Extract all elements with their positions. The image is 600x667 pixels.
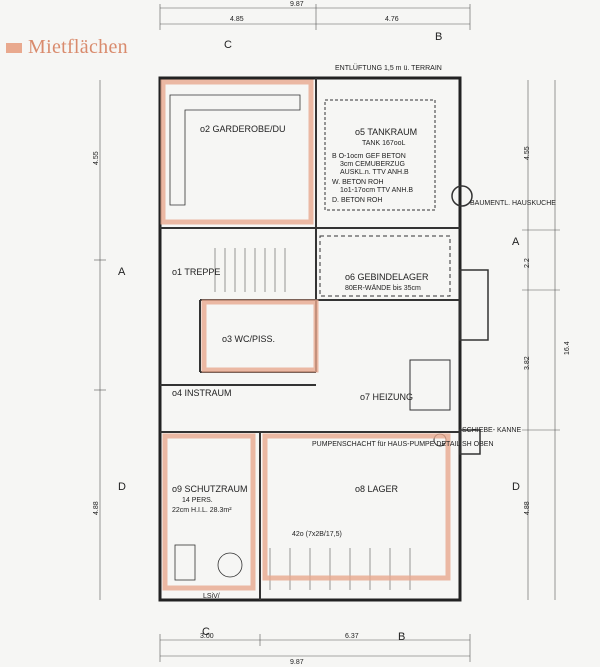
dim-right-b: 2.2: [524, 258, 531, 268]
dim-left-b: 4.88: [93, 501, 100, 515]
dim-left-a: 4.55: [93, 151, 100, 165]
legend: Mietflächen: [6, 36, 128, 59]
dim-top-right: 4.76: [385, 16, 399, 23]
tank-outline: [324, 99, 436, 211]
highlight-o8: [262, 433, 451, 581]
dimension-left: [94, 80, 106, 600]
room-label-o8: o8 LAGER: [355, 484, 399, 494]
room-label-o2: o2 GARDEROBE/DU: [200, 124, 286, 134]
tank-note-2: 3cm CEMUBERZUG: [340, 161, 405, 168]
section-mark-d-left: D: [118, 481, 126, 493]
section-mark-d-right: D: [512, 481, 520, 493]
section-mark-b-bottom: B: [398, 631, 405, 643]
section-mark-c-top: C: [224, 39, 232, 51]
dim-bottom-left: 3.00: [200, 633, 214, 640]
tank-note-6: D. BETON ROH: [332, 197, 382, 204]
dim-right-d: 4.88: [524, 501, 531, 515]
dim-top-left: 4.85: [230, 16, 244, 23]
legend-label: Mietflächen: [28, 36, 128, 58]
small-note: LSiV/: [203, 593, 220, 600]
stair-note: 42o (7x2B/17,5): [292, 531, 342, 538]
dim-top-total: 9.87: [290, 1, 304, 8]
room-note-o5: TANK 167ooL: [362, 140, 406, 147]
section-mark-b-top: B: [435, 31, 442, 43]
boiler: [409, 359, 451, 411]
room-note-o9: 14 PERS.: [182, 497, 213, 504]
dim-bottom-right: 6.37: [345, 633, 359, 640]
stairs: [214, 248, 411, 590]
tank-note-4: W. BETON ROH: [332, 179, 384, 186]
highlight-o3: [201, 299, 319, 373]
room-label-o3: o3 WC/PISS.: [222, 334, 275, 344]
schiebe-note: SCHIEBE- KANNE: [462, 427, 521, 434]
gebindelager-outline: [319, 235, 451, 297]
room-note-o6: 80ER-WÄNDE bis 35cm: [345, 284, 421, 292]
room-label-o7: o7 HEIZUNG: [360, 392, 413, 402]
shelter-bunk: [174, 544, 196, 581]
room-note2-o9: 22cm H.I.L. 28.3m²: [172, 507, 232, 514]
tank-note-1: B O-1ocm GEF BETON: [332, 153, 406, 160]
tank-note-3: AUSKL.n. TTV ANH.B: [340, 169, 409, 176]
baumentl-note: BAUMENTL. HAUSKUCHE: [470, 200, 556, 207]
room-label-o1: o1 TREPPE: [172, 267, 220, 277]
rental-highlights: [160, 79, 451, 591]
dim-bottom-total: 9.87: [290, 659, 304, 666]
section-mark-a-left: A: [118, 266, 126, 278]
section-mark-c-bottom: C: [202, 626, 210, 638]
tank-note-5: 1o1-17ocm TTV ANH.B: [340, 187, 413, 194]
room-label-o5: o5 TANKRAUM: [355, 127, 417, 137]
shelter-hatch: [217, 552, 243, 578]
garderobe-bench: [169, 94, 301, 206]
dimension-bottom: [159, 634, 471, 662]
highlight-o2: [160, 79, 314, 225]
room-label-o6: o6 GEBINDELAGER: [345, 272, 429, 282]
room-label-o9: o9 SCHUTZRAUM: [172, 484, 248, 494]
section-mark-a-right: A: [512, 236, 520, 248]
room-label-o4: o4 INSTRAUM: [172, 388, 232, 398]
dim-right-c: 3.82: [524, 356, 531, 370]
room-note-o8: PUMPENSCHACHT für HAUS-PUMPE DETAIL SH O…: [312, 441, 494, 448]
dimension-top: [159, 4, 471, 30]
dim-right-total: 16.4: [564, 341, 571, 355]
dim-right-a: 4.55: [524, 146, 531, 160]
ventilation-note: ENTLÜFTUNG 1,5 m ü. TERRAIN: [335, 64, 442, 72]
highlight-o9: [162, 433, 256, 591]
dimension-right: [522, 80, 560, 600]
right-annex: [451, 185, 489, 455]
legend-swatch: [6, 42, 22, 53]
